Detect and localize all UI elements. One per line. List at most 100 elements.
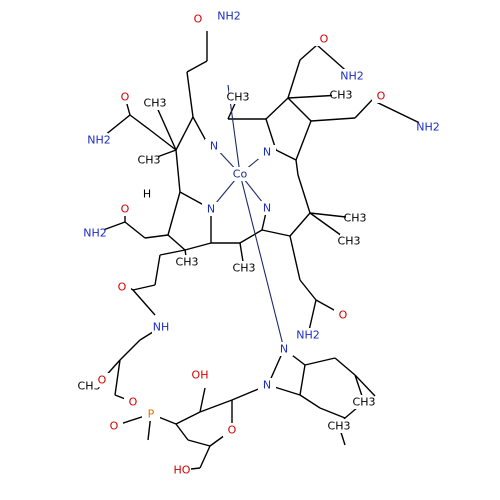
bond: [199, 387, 206, 413]
label-background: [105, 419, 123, 433]
atom-label-n: NH2: [340, 70, 364, 83]
label-background: [332, 88, 350, 102]
label-background: [191, 368, 209, 382]
label-background: [173, 463, 191, 477]
bond: [295, 159, 299, 176]
bond: [295, 120, 312, 161]
label-background: [343, 69, 361, 83]
bond: [184, 242, 212, 251]
label-background: [229, 90, 247, 104]
label-background: [86, 226, 104, 240]
atom-label-n: NH2: [217, 10, 241, 23]
atom-label-n: N: [210, 140, 218, 153]
label-background: [124, 395, 142, 409]
label-background: [142, 407, 160, 421]
label-background: [258, 145, 276, 159]
atom-label-h: H: [143, 188, 151, 201]
atom-label-o: O: [98, 374, 107, 387]
label-background: [275, 342, 293, 356]
bond: [149, 129, 177, 151]
bond: [310, 117, 356, 122]
label-background: [146, 96, 164, 110]
label-background: [205, 139, 223, 153]
atom-label-n: N: [280, 343, 288, 356]
bond: [175, 423, 189, 441]
atom-label-o: O: [320, 33, 329, 46]
atom-label-o: HO: [174, 464, 191, 477]
bond: [287, 59, 301, 99]
atom-label-p: P: [148, 408, 155, 421]
atom-label-c: CH3: [328, 420, 351, 433]
label-background: [231, 167, 249, 181]
atom-label-o: O: [110, 420, 119, 433]
bond: [289, 212, 311, 237]
bond: [132, 289, 156, 316]
bond: [299, 279, 317, 301]
bond: [114, 359, 121, 396]
label-background: [235, 261, 253, 275]
atom-label-c: CH3: [138, 154, 161, 167]
label-background: [116, 202, 134, 216]
bond: [239, 229, 263, 244]
atom-label-n: NH2: [416, 121, 440, 134]
atom-label-o: O: [118, 281, 127, 294]
bond: [265, 97, 289, 120]
bond: [287, 97, 312, 122]
atom-label-n: N: [263, 379, 271, 392]
atom-label-o: O: [121, 91, 130, 104]
bond: [354, 99, 373, 119]
bond: [334, 357, 356, 376]
atom-label-c: CH3: [338, 235, 361, 248]
label-background: [223, 423, 241, 437]
bond: [175, 411, 201, 425]
coordination-layer: [210, 84, 285, 350]
label-background: [372, 89, 390, 103]
atom-label-o: O: [228, 424, 237, 437]
bond: [319, 407, 346, 419]
bond: [299, 394, 321, 409]
atom-label-o: O: [339, 309, 348, 322]
bond: [167, 191, 181, 236]
atom-label-o: OH: [192, 369, 209, 382]
atom-label-c: CH3: [233, 262, 256, 275]
label-background: [152, 320, 170, 334]
atom-label-c: CH3: [176, 256, 199, 269]
label-background: [340, 234, 358, 248]
label-background: [330, 419, 348, 433]
label-background: [419, 120, 437, 134]
bond: [304, 357, 336, 366]
atom-label-n: NH2: [296, 329, 320, 342]
atom-label-o: O: [129, 396, 138, 409]
bond: [371, 99, 429, 128]
bond: [187, 439, 211, 447]
bond: [132, 284, 156, 291]
atom-label-c: CH3: [227, 91, 250, 104]
label-background: [258, 201, 276, 215]
atom-label-n: NH: [153, 321, 170, 334]
bond: [261, 229, 291, 237]
atom-label-c: CH3: [144, 97, 167, 110]
label-background: [299, 328, 317, 342]
label-background: [202, 202, 220, 216]
coordination-bond: [239, 173, 285, 350]
bond: [119, 339, 141, 361]
label-background: [346, 211, 364, 225]
label-background: [90, 133, 108, 147]
label-background: [140, 153, 158, 167]
atom-label-o: O: [194, 13, 203, 26]
bond: [186, 71, 194, 118]
bond: [175, 149, 181, 193]
bond: [186, 60, 208, 73]
bond: [354, 374, 376, 397]
atom-label-n: NH2: [83, 227, 107, 240]
bond: [154, 102, 177, 151]
atom-label-co: Co: [233, 168, 248, 181]
atom-label-c: CH3: [353, 396, 376, 409]
bond: [129, 114, 151, 131]
bond: [299, 364, 306, 396]
bond: [175, 116, 194, 151]
atom-label-n: N: [263, 202, 271, 215]
